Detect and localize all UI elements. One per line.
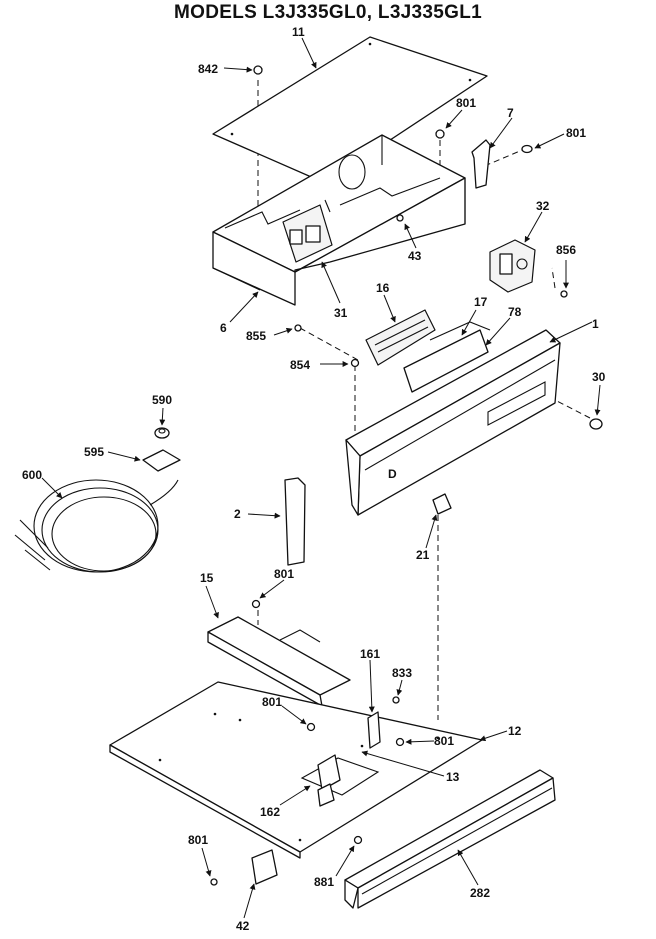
label-15: 15 bbox=[200, 571, 214, 585]
screw-801-channel bbox=[251, 599, 261, 609]
label-801-channel: 801 bbox=[274, 567, 294, 581]
diagram-title: MODELS L3J335GL0, L3J335GL1 bbox=[174, 2, 482, 23]
label-78: 78 bbox=[508, 305, 522, 319]
label-161: 161 bbox=[360, 647, 380, 661]
circuit-board bbox=[282, 199, 333, 263]
control-enclosure-box bbox=[212, 134, 466, 306]
label-856: 856 bbox=[556, 243, 576, 257]
svg-text:D: D bbox=[388, 467, 397, 481]
label-31: 31 bbox=[334, 306, 348, 320]
label-282: 282 bbox=[470, 886, 490, 900]
screw-856 bbox=[560, 290, 568, 298]
label-600: 600 bbox=[22, 468, 42, 482]
screw-854 bbox=[350, 358, 360, 368]
display-bracket bbox=[403, 321, 491, 393]
part-labels: 11 842 801 7 801 32 856 43 31 6 16 17 78… bbox=[22, 25, 606, 933]
label-12: 12 bbox=[508, 724, 522, 738]
side-trim bbox=[284, 477, 306, 566]
label-16: 16 bbox=[376, 281, 390, 295]
bracket-161 bbox=[367, 711, 381, 749]
label-43: 43 bbox=[408, 249, 422, 263]
screw-842 bbox=[253, 65, 263, 75]
mounting-plate bbox=[142, 449, 181, 472]
label-855: 855 bbox=[246, 329, 266, 343]
display-board bbox=[365, 309, 436, 366]
screw-881 bbox=[353, 835, 363, 845]
label-30: 30 bbox=[592, 370, 606, 384]
label-595: 595 bbox=[84, 445, 104, 459]
label-2: 2 bbox=[234, 507, 241, 521]
label-7: 7 bbox=[507, 106, 514, 120]
label-801-rear: 801 bbox=[434, 734, 454, 748]
label-801-right: 801 bbox=[566, 126, 586, 140]
screw-833 bbox=[392, 696, 400, 704]
power-cord bbox=[14, 479, 179, 573]
label-11: 11 bbox=[292, 25, 305, 39]
label-17: 17 bbox=[474, 295, 488, 309]
label-162: 162 bbox=[260, 805, 280, 819]
screw-801-top bbox=[435, 129, 445, 139]
label-833: 833 bbox=[392, 666, 412, 680]
control-panel: D bbox=[345, 329, 561, 516]
leader-lines bbox=[41, 37, 601, 919]
label-854: 854 bbox=[290, 358, 310, 372]
label-21: 21 bbox=[416, 548, 430, 562]
screw-801-right bbox=[521, 144, 533, 154]
label-32: 32 bbox=[536, 199, 550, 213]
front-rail bbox=[344, 769, 556, 909]
screw-801-rear bbox=[395, 737, 405, 747]
label-6: 6 bbox=[220, 321, 227, 335]
label-801-front: 801 bbox=[188, 833, 208, 847]
bracket-162 bbox=[317, 754, 341, 807]
label-881: 881 bbox=[314, 875, 334, 889]
label-842: 842 bbox=[198, 62, 218, 76]
bracket-42 bbox=[251, 849, 278, 885]
label-42: 42 bbox=[236, 919, 250, 933]
label-801-top: 801 bbox=[456, 96, 476, 110]
screw-801-front bbox=[210, 878, 218, 886]
base-plate bbox=[109, 681, 483, 859]
screw-801-base bbox=[306, 722, 316, 732]
knob bbox=[589, 418, 603, 430]
clip bbox=[432, 493, 452, 515]
label-1: 1 bbox=[592, 317, 599, 331]
grommet bbox=[154, 427, 170, 439]
label-801-base: 801 bbox=[262, 695, 282, 709]
screw-43 bbox=[396, 214, 404, 222]
bracket-7 bbox=[471, 139, 491, 189]
label-590: 590 bbox=[152, 393, 172, 407]
switch-assembly bbox=[489, 239, 536, 293]
label-13: 13 bbox=[446, 770, 460, 784]
screw-855 bbox=[294, 324, 302, 332]
